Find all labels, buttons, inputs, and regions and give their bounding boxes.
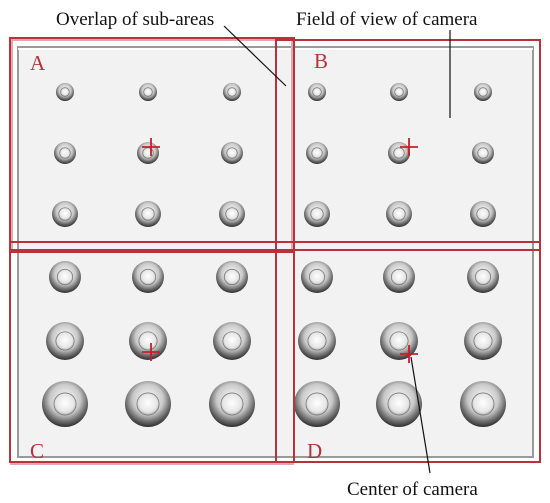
hole-center bbox=[474, 268, 492, 286]
sub-area-frames bbox=[9, 37, 541, 465]
hole-center bbox=[56, 268, 74, 286]
hole-center bbox=[473, 331, 493, 351]
leader-lines bbox=[223, 25, 451, 474]
hole-center bbox=[59, 147, 71, 159]
crosshair-d bbox=[400, 345, 418, 363]
crosshair-a bbox=[142, 138, 160, 156]
hole-center bbox=[55, 331, 75, 351]
hole-center bbox=[389, 331, 409, 351]
hole-center bbox=[222, 331, 242, 351]
field-of-view-label: Field of view of camera bbox=[296, 9, 478, 30]
hole-center bbox=[387, 392, 411, 416]
hole-center bbox=[394, 87, 404, 97]
overlap-label: Overlap of sub-areas bbox=[56, 9, 214, 30]
hole-center bbox=[307, 331, 327, 351]
hole-center bbox=[143, 87, 153, 97]
hole-center bbox=[141, 207, 155, 221]
crosshair-b bbox=[400, 138, 418, 156]
hole-center bbox=[310, 207, 324, 221]
hole-center bbox=[477, 147, 489, 159]
hole-center bbox=[53, 392, 77, 416]
hole-center bbox=[471, 392, 495, 416]
crosshair-c bbox=[142, 343, 160, 361]
hole-center bbox=[225, 207, 239, 221]
hole-center bbox=[136, 392, 160, 416]
center-leader bbox=[410, 356, 431, 474]
quadrant-label-c: C bbox=[30, 439, 44, 463]
hole-grid bbox=[42, 83, 506, 427]
hole-center bbox=[138, 331, 158, 351]
hole-center bbox=[305, 392, 329, 416]
center-label: Center of camera bbox=[347, 479, 478, 500]
camera-centers bbox=[142, 138, 418, 363]
hole-center bbox=[311, 147, 323, 159]
hole-center bbox=[390, 268, 408, 286]
quadrant-label-a: A bbox=[30, 51, 46, 75]
quadrant-label-b: B bbox=[314, 49, 328, 73]
hole-center bbox=[223, 268, 241, 286]
hole-center bbox=[139, 268, 157, 286]
hole-center bbox=[392, 207, 406, 221]
hole-center bbox=[58, 207, 72, 221]
quadrant-label-d: D bbox=[307, 439, 322, 463]
hole-center bbox=[227, 87, 237, 97]
hole-center bbox=[60, 87, 70, 97]
hole-center bbox=[478, 87, 488, 97]
hole-center bbox=[312, 87, 322, 97]
hole-center bbox=[220, 392, 244, 416]
hole-center bbox=[308, 268, 326, 286]
hole-center bbox=[226, 147, 238, 159]
overlap-leader bbox=[223, 25, 287, 87]
hole-center bbox=[393, 147, 405, 159]
hole-center bbox=[476, 207, 490, 221]
